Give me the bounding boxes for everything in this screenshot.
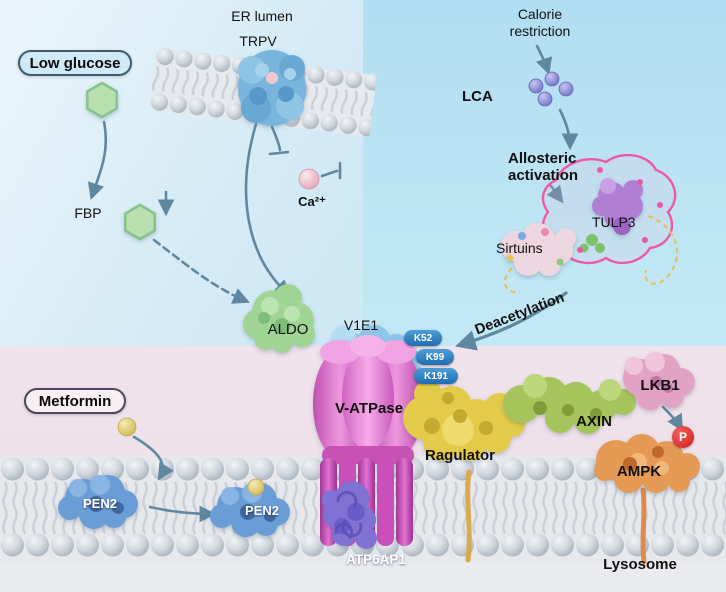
sirtuins-blob [501, 223, 576, 276]
lkb1-label: LKB1 [640, 377, 680, 394]
tulp3-sirtuins-complex [501, 153, 679, 294]
ampk-membrane-anchor [640, 487, 647, 565]
v-atpase-label: V-ATPase [334, 400, 404, 417]
er-lumen-label: ER lumen [231, 8, 293, 24]
ampk-label: AMPK [616, 463, 662, 480]
lca-label: LCA [462, 88, 493, 105]
ragulator-blob [403, 380, 525, 461]
fbp-label: FBP [74, 205, 102, 221]
disordered-tail-yellow-2 [503, 267, 521, 294]
axin-blob [503, 374, 636, 434]
sirtuins-label: Sirtuins [496, 240, 543, 256]
metformin-molecule [117, 417, 137, 437]
calcium-label: Ca²⁺ [298, 194, 326, 209]
arrow-glucose-to-fbp [87, 120, 108, 201]
lca-molecules [528, 71, 574, 107]
arrow-lkb1-to-phosphate [661, 405, 684, 432]
calorie-restriction-label: Calorie restriction [509, 6, 571, 39]
fbp-hexagon [124, 203, 156, 241]
aldo-label: ALDO [267, 321, 309, 338]
metformin-molecule-bound [247, 478, 265, 496]
tulp3-label: TULP3 [592, 214, 636, 230]
lkb1-blob [623, 352, 695, 410]
arrow-metformin-to-pen2 [132, 435, 174, 481]
lysosome-label: Lysosome [603, 556, 677, 573]
lysine-k52-badge: K52 [404, 330, 442, 346]
atp6ap1-label: ATP6AP1 [346, 552, 406, 567]
low-glucose-badge: Low glucose [18, 50, 132, 76]
inhibition-trpv-to-calcium-stem [270, 125, 282, 152]
inhibition-calcium-stem [320, 169, 339, 178]
arrow-deacetylation [455, 291, 568, 351]
tulp3-blob [592, 178, 643, 235]
metformin-badge: Metformin [24, 388, 126, 414]
arrow-pen2-to-pen2 [148, 505, 217, 523]
arrow-allosteric-to-tulp3 [546, 184, 564, 204]
disordered-tail-yellow [644, 214, 679, 285]
arrow-calorie-to-lca [535, 44, 553, 76]
glucose-hexagon [86, 81, 118, 119]
calcium-ion [298, 168, 320, 190]
v1e1-label: V1E1 [343, 317, 379, 333]
aldo-blob [243, 284, 315, 353]
pen2-free-label: PEN2 [83, 496, 117, 511]
lysine-k99-badge: K99 [416, 349, 454, 365]
trpv-pore-ion [266, 72, 278, 84]
atp6ap1-blob [322, 481, 377, 549]
trpv-label: TRPV [239, 33, 277, 49]
complex-small-molecules [577, 167, 663, 253]
lysosome-lumen-region [0, 558, 726, 592]
allosteric-activation-label: Allosteric activation [508, 150, 579, 185]
arrow-lca-to-allosteric [558, 108, 579, 151]
dashed-arrow-fbp-to-aldo [152, 238, 250, 304]
trpv-channel-blob [238, 50, 306, 126]
lysine-k191-badge: K191 [414, 368, 458, 384]
ampk-blob [594, 434, 700, 493]
inhibition-trpv-to-calcium-cap [268, 150, 290, 156]
ragulator-label: Ragulator [424, 447, 495, 464]
pen2-free-blob [58, 475, 138, 529]
ragulator-membrane-anchor [465, 469, 472, 563]
arrow-trpv-to-aldo [244, 122, 292, 297]
pen2-bound-label: PEN2 [245, 503, 279, 518]
phosphate-badge: P [672, 426, 694, 448]
axin-label: AXIN [576, 413, 612, 430]
